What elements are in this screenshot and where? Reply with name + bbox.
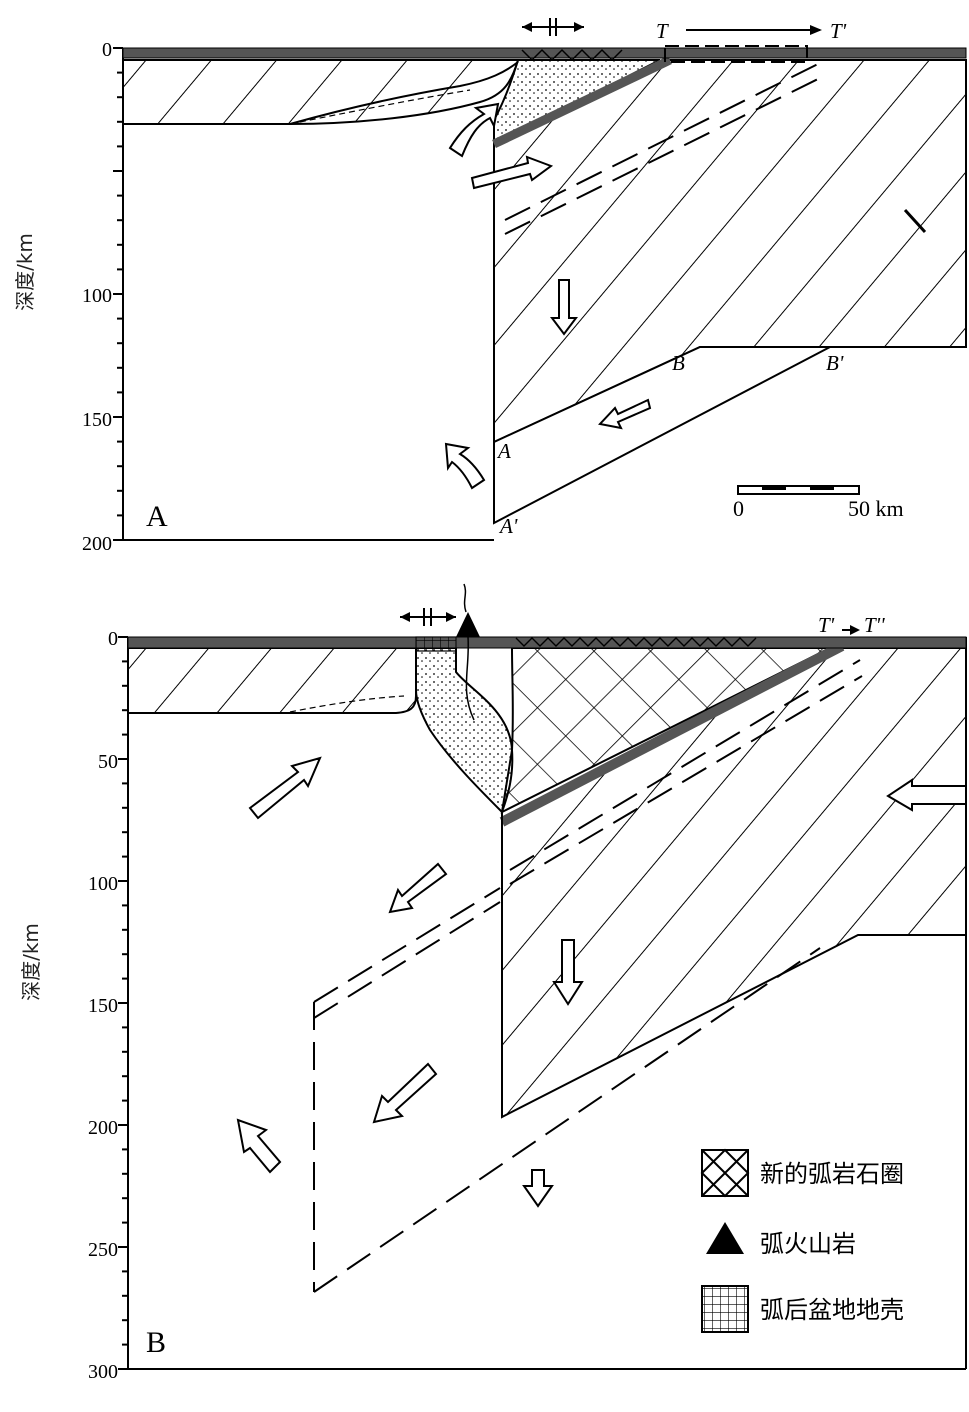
scale-start: 0 xyxy=(733,496,744,521)
panel-b-y-axis: 0 50 100 150 200 250 300 深度/km xyxy=(19,628,129,1383)
panel-a-dashed-slab xyxy=(504,45,821,235)
panel-b-trench-migration-arrow xyxy=(842,625,860,635)
panel-a-label-A: A xyxy=(496,439,511,463)
panel-b-dashed-former-slab xyxy=(313,659,863,1293)
panel-b-tick-150: 150 xyxy=(88,995,118,1017)
panel-a-label: A xyxy=(146,500,168,533)
panel-a-label-T: T xyxy=(656,19,669,43)
panel-a-scale-bar: 0 50 km xyxy=(733,485,904,521)
legend-item-backarc-crust: 弧后盆地地壳 xyxy=(701,1285,904,1333)
panel-b-label-T-prime: T' xyxy=(818,613,835,637)
legend: 新的弧岩石圈 弧火山岩 弧后盆地地壳 xyxy=(700,1148,904,1333)
panel-b-tick-0: 0 xyxy=(108,628,118,650)
panel-a-rift-marker xyxy=(522,18,584,36)
panel-b-label-T-double-prime: T'' xyxy=(864,613,885,637)
panel-a-trench-teeth xyxy=(521,48,623,62)
panel-b-crust-band xyxy=(127,636,967,649)
panel-a-overriding-plate xyxy=(122,59,520,125)
panel-a-label-A-prime: A' xyxy=(498,514,518,538)
panel-b: 0 50 100 150 200 250 300 深度/km xyxy=(19,583,967,1383)
legend-item-new-arc-lithosphere: 新的弧岩石圈 xyxy=(700,1148,904,1198)
panel-a: 0 100 150 200 深度/km xyxy=(13,18,967,555)
panel-b-label: B xyxy=(146,1326,166,1359)
panel-a-flow-arrows xyxy=(444,102,652,490)
panel-b-tick-100: 100 xyxy=(88,873,118,895)
panel-a-label-B-prime: B' xyxy=(826,351,844,375)
panel-a-label-B: B xyxy=(672,351,685,375)
panel-a-y-label: 深度/km xyxy=(13,233,37,311)
panel-b-stippled-rift xyxy=(415,647,514,814)
panel-b-flow-arrows xyxy=(236,756,967,1208)
panel-a-slab xyxy=(492,55,967,525)
panel-b-rift-marker xyxy=(400,608,456,626)
panel-a-tick-100: 100 xyxy=(82,285,112,307)
panel-b-new-arc-lithosphere xyxy=(500,647,831,814)
panel-b-overriding-plate xyxy=(127,647,417,714)
legend-label-backarc-crust: 弧后盆地地壳 xyxy=(760,1296,904,1324)
legend-item-arc-volcanic: 弧火山岩 xyxy=(706,1222,856,1258)
scale-end: 50 km xyxy=(848,496,904,521)
panel-a-tick-150: 150 xyxy=(82,409,112,431)
legend-label-arc-volcanic: 弧火山岩 xyxy=(760,1230,856,1258)
panel-b-y-label: 深度/km xyxy=(19,923,43,1001)
panel-b-arc-volcano xyxy=(456,583,480,721)
panel-b-tick-300: 300 xyxy=(88,1361,118,1383)
panel-b-tick-50: 50 xyxy=(98,751,118,773)
panel-b-tick-250: 250 xyxy=(88,1239,118,1261)
panel-a-label-T-prime: T' xyxy=(830,19,847,43)
panel-a-trench-migration-arrow xyxy=(686,25,822,35)
grid-icon xyxy=(701,1285,749,1333)
panel-b-trench-teeth xyxy=(515,637,757,647)
panel-a-tick-200: 200 xyxy=(82,533,112,555)
panel-b-tick-200: 200 xyxy=(88,1117,118,1139)
filled-triangle-icon xyxy=(706,1222,744,1254)
panel-a-tick-0: 0 xyxy=(102,39,112,61)
legend-label-new-arc-lithosphere: 新的弧岩石圈 xyxy=(760,1160,904,1188)
panel-a-y-axis: 0 100 150 200 深度/km xyxy=(13,39,124,555)
